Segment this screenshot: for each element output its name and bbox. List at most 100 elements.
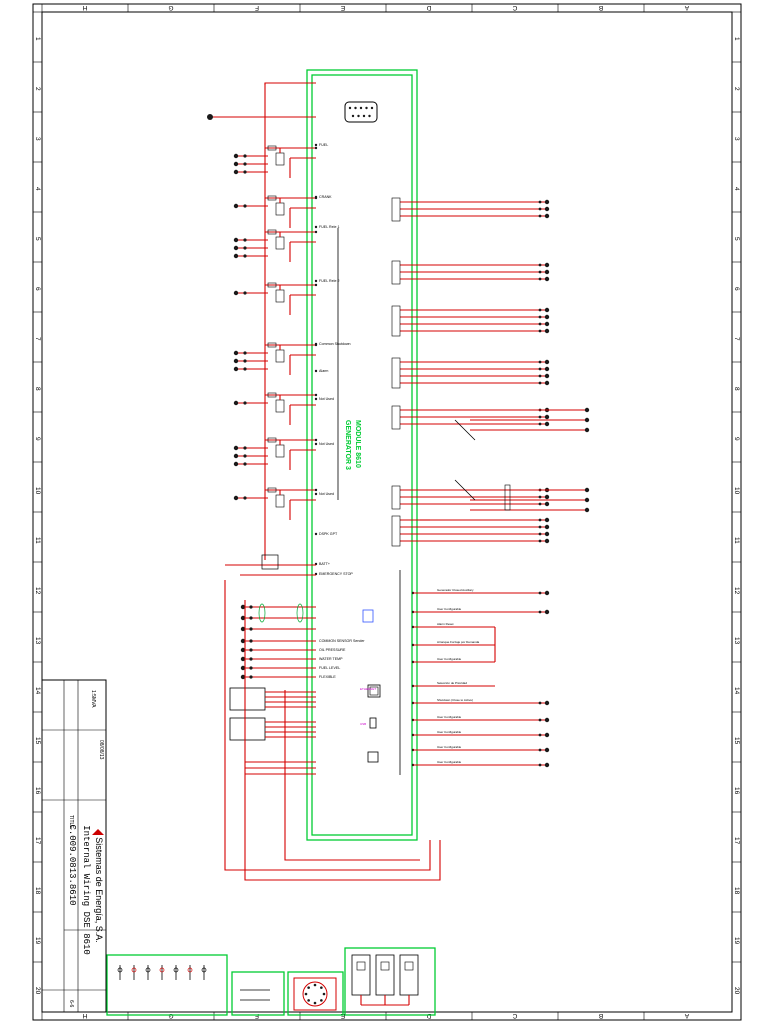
module-name: MODULE 8610 [354,420,361,468]
left-terminal-label: Not Used [319,397,334,401]
col-index-top: D [426,4,431,11]
row-index-left: 3 [34,137,41,141]
left-terminal-label: BATT+ [319,562,330,566]
drawing-title: Internal Wiring DSE 8610 [81,825,91,955]
row-index-left: 2 [34,87,41,91]
row-index-right: 16 [733,787,740,795]
return-loops [224,82,441,881]
row-index-right: 3 [733,137,740,141]
module-subtitle: GENERATOR 3 [344,420,351,470]
row-index-right: 15 [733,737,740,745]
db9-connector [344,101,378,123]
drawing-area [41,11,733,1013]
left-terminal-label: Not Used [319,492,334,496]
right-terminal-label: Selección de Prioridad [437,681,467,685]
sensor-label: OIL PRESSURE [319,648,346,652]
date-value: 08/08/13 [98,740,104,760]
row-index-right: 1 [733,37,740,41]
left-terminal-label: EMERGENCY STOP [319,572,353,576]
row-index-left: 4 [34,187,41,191]
row-index-left: 5 [34,237,41,241]
col-index-top: E [340,4,345,11]
row-index-left: 15 [34,737,41,745]
sensor-label: COMMON SENSOR Sender [319,639,365,643]
row-index-left: 20 [34,987,41,995]
row-index-right: 4 [733,187,740,191]
company-logo [92,829,104,835]
detail-box-3 [344,947,436,1016]
sheet-number: 6-6 [68,1000,74,1007]
left-terminal-label: DSPK GPT [319,532,338,536]
title-label: TITLE [68,815,74,829]
row-index-left: 17 [34,837,41,845]
sensor-label: FUEL LEVEL [319,666,340,670]
detail-box-2 [287,971,344,1016]
drawing-number: C.009.0813.8610 [67,824,77,905]
dse-module: MODULE 8610 GENERATOR 3 [306,69,418,841]
row-index-right: 14 [733,687,740,695]
connector-ethernet: ETHERNET [360,687,376,691]
title-block: Sistemas de Energía, S.A. Internal Wirin… [41,679,107,1013]
row-index-right: 20 [733,987,740,995]
right-terminal-label: User Configurable [437,760,462,764]
row-index-right: 12 [733,587,740,595]
row-index-right: 18 [733,887,740,895]
row-index-right: 10 [733,487,740,495]
row-index-left: 1 [34,37,41,41]
sheet-border [32,3,742,1021]
row-index-left: 14 [34,687,41,695]
right-terminal-label: User Configurable [437,715,462,719]
row-index-right: 5 [733,237,740,241]
row-index-right: 8 [733,387,740,391]
row-index-right: 7 [733,337,740,341]
right-terminal-label: Alarm Reset [437,622,454,626]
right-terminal-label: Generador Closed Auxiliary [437,588,474,592]
col-index-bottom: H [82,1012,87,1019]
right-terminal-label: User Configurable [437,607,462,611]
row-index-left: 7 [34,337,41,341]
row-index-left: 9 [34,437,41,441]
col-index-top: B [599,4,603,11]
col-index-bottom: B [599,1012,603,1019]
company-name: Sistemas de Energía, S.A. [94,837,104,943]
left-terminal-label: FUEL [319,143,328,147]
row-index-right: 19 [733,937,740,945]
row-index-left: 18 [34,887,41,895]
right-terminal-label: User Configurable [437,657,462,661]
connector-icons: ETHERNET USB [360,609,381,763]
connector-usb: USB [360,722,366,726]
row-index-right: 9 [733,437,740,441]
row-index-left: 16 [34,787,41,795]
right-terminal-label: User Configurable [437,730,462,734]
col-index-top: G [168,4,173,11]
col-index-top: F [255,4,259,11]
row-index-left: 13 [34,637,41,645]
col-index-top: A [684,4,689,11]
right-terminal-label: Arranque Forzaje por Demanda [437,640,480,644]
row-index-left: 11 [34,537,41,544]
row-index-right: 13 [733,637,740,645]
row-index-right: 6 [733,287,740,291]
row-index-right: 17 [733,837,740,845]
row-index-left: 6 [34,287,41,291]
left-terminal-label: Common Shutdown [319,342,351,346]
detail-box-1 [231,971,285,1016]
sensor-label: FLEXIBLE [319,675,336,679]
col-index-bottom: A [684,1012,689,1019]
row-index-left: 8 [34,387,41,391]
col-index-top: C [512,4,517,11]
left-terminal-label: CRANK [319,195,332,199]
row-index-left: 10 [34,487,41,495]
left-terminal-label: Not Used [319,442,334,446]
left-terminal-label: FUEL Rele 1 [319,225,339,229]
row-index-left: 19 [34,937,41,945]
scale-value: 1:5MVA [90,690,96,708]
legend-box [106,954,228,1016]
row-index-right: 2 [733,87,740,91]
